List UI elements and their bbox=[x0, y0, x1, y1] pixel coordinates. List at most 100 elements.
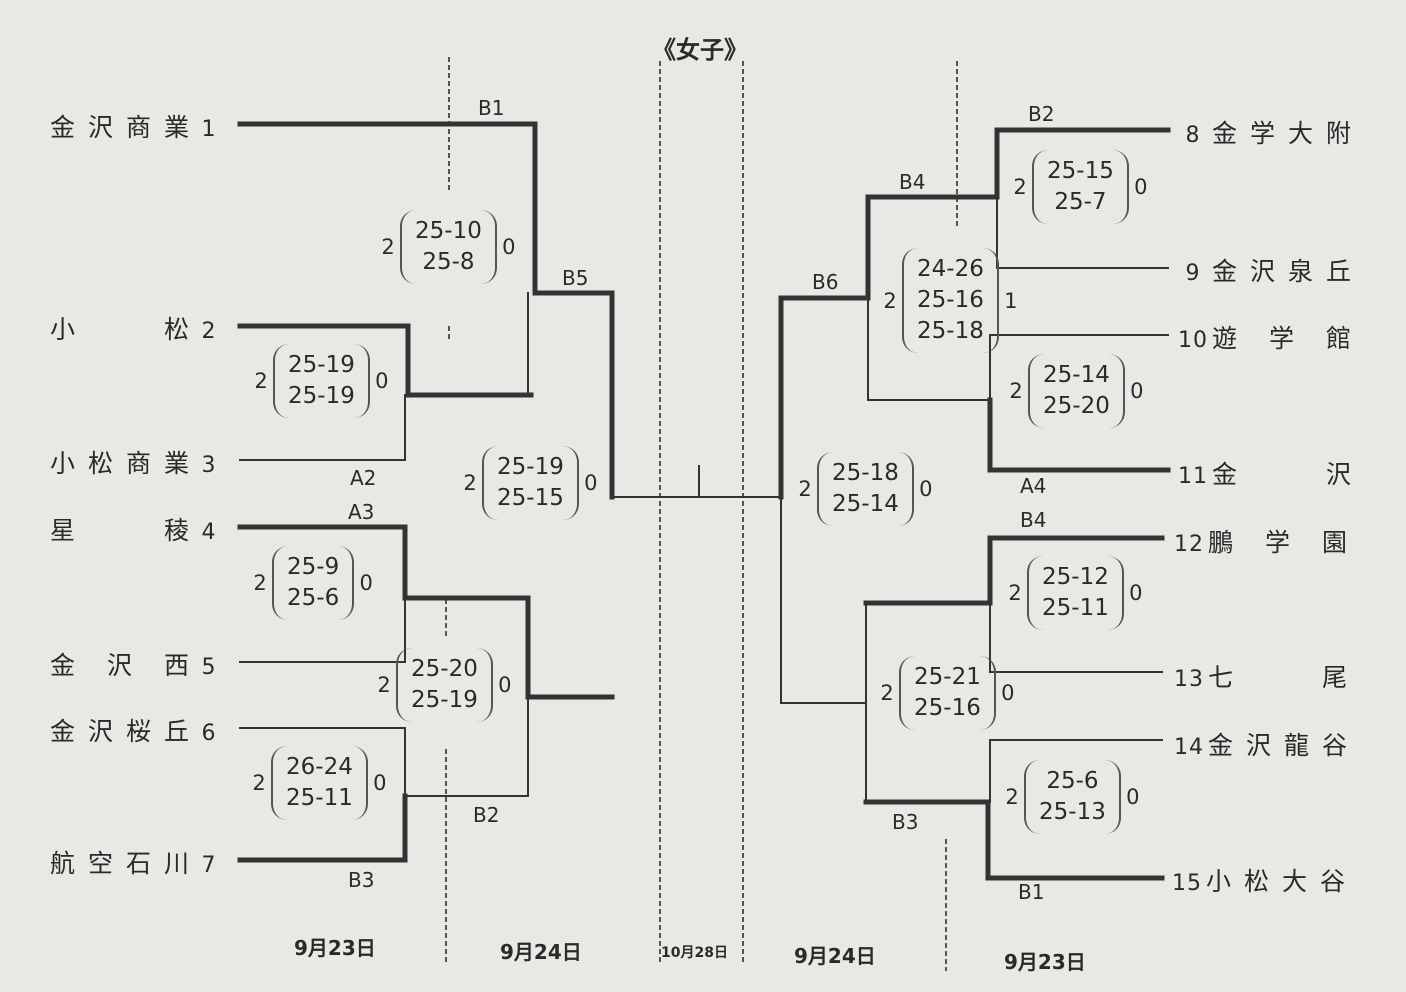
match-label: B4 bbox=[1020, 508, 1047, 532]
match-label: B3 bbox=[348, 868, 375, 892]
set-score: 25-18 bbox=[832, 460, 899, 486]
set-score: 25-15 bbox=[1047, 158, 1114, 184]
match-label: B1 bbox=[478, 96, 505, 120]
set-score: 25-6 bbox=[287, 585, 340, 611]
team-name: 鵬学園 bbox=[1208, 528, 1348, 557]
team-name: 金沢商業 bbox=[50, 113, 190, 142]
match-score: 2 25-10 25-8 0 bbox=[376, 210, 521, 284]
match-loser-sets: 0 bbox=[584, 471, 598, 495]
team-seed: 15 bbox=[1172, 871, 1202, 896]
bracket-line-winner bbox=[237, 121, 615, 500]
set-score: 25-13 bbox=[1039, 799, 1106, 825]
team-name: 金沢西 bbox=[50, 651, 190, 680]
team-seed: 2 bbox=[201, 319, 217, 344]
match-winner-sets: 2 bbox=[377, 673, 391, 697]
team-name: 小松商業 bbox=[50, 449, 190, 478]
match-winner-sets: 2 bbox=[798, 477, 812, 501]
set-scores: 25-6 25-13 bbox=[1024, 760, 1121, 834]
team-seed: 12 bbox=[1174, 532, 1204, 557]
team-seed: 10 bbox=[1178, 328, 1208, 353]
match-label: B5 bbox=[562, 266, 589, 290]
set-score: 25-19 bbox=[288, 383, 355, 409]
team-name: 金沢 bbox=[1212, 460, 1352, 489]
team-name: 金学大附 bbox=[1212, 119, 1352, 148]
set-scores: 26-24 25-11 bbox=[271, 746, 368, 820]
bracket-line-winner bbox=[237, 323, 534, 398]
set-score: 25-19 bbox=[288, 352, 355, 378]
match-label: B2 bbox=[1028, 102, 1055, 126]
set-scores: 25-19 25-15 bbox=[482, 446, 579, 520]
set-score: 25-16 bbox=[914, 695, 981, 721]
match-score: 2 25-6 25-13 0 bbox=[1000, 760, 1145, 834]
set-score: 25-14 bbox=[832, 491, 899, 517]
set-score: 25-18 bbox=[917, 318, 984, 344]
bracket-line-winner bbox=[778, 127, 1171, 500]
bracket-line bbox=[989, 602, 1163, 673]
round-date: 9月23日 bbox=[294, 936, 376, 960]
set-score: 25-6 bbox=[1046, 768, 1099, 794]
match-label: A2 bbox=[350, 466, 377, 490]
set-scores: 25-12 25-11 bbox=[1027, 556, 1124, 630]
match-score: 2 25-20 25-19 0 bbox=[372, 648, 517, 722]
match-winner-sets: 2 bbox=[883, 288, 897, 313]
bracket-line-winner bbox=[237, 793, 408, 863]
team-seed: 9 bbox=[1185, 261, 1201, 286]
team-seed: 14 bbox=[1174, 735, 1204, 760]
bracket-line bbox=[239, 394, 406, 461]
team-seed: 13 bbox=[1174, 667, 1204, 692]
round-date: 9月23日 bbox=[1004, 950, 1086, 974]
match-winner-sets: 2 bbox=[253, 571, 267, 595]
match-label: B6 bbox=[812, 270, 839, 294]
match-score: 2 25-15 25-7 0 bbox=[1008, 150, 1153, 224]
team-seed: 7 bbox=[201, 853, 217, 878]
set-scores: 25-18 25-14 bbox=[817, 452, 914, 526]
match-loser-sets: 0 bbox=[359, 571, 373, 595]
team-entry: 星稜 4 bbox=[50, 511, 228, 547]
set-scores: 25-21 25-16 bbox=[899, 656, 996, 730]
team-name: 小松 bbox=[50, 315, 190, 344]
set-score: 25-19 bbox=[497, 454, 564, 480]
set-scores: 25-10 25-8 bbox=[400, 210, 497, 284]
match-score: 2 26-24 25-11 0 bbox=[247, 746, 392, 820]
round-date: 9月24日 bbox=[794, 944, 876, 968]
team-entry: 小松 2 bbox=[50, 310, 228, 346]
match-loser-sets: 0 bbox=[498, 673, 512, 697]
team-name: 星稜 bbox=[50, 516, 190, 545]
bracket-line bbox=[239, 727, 406, 797]
set-score: 25-11 bbox=[286, 785, 353, 811]
set-score: 24-26 bbox=[917, 256, 984, 282]
match-score: 2 25-12 25-11 0 bbox=[1003, 556, 1148, 630]
team-name: 金沢桜丘 bbox=[50, 717, 190, 746]
set-scores: 25-15 25-7 bbox=[1032, 150, 1129, 224]
match-label: B3 bbox=[892, 810, 919, 834]
bracket-line-winner bbox=[863, 535, 1165, 606]
match-winner-sets: 2 bbox=[463, 471, 477, 495]
set-score: 25-21 bbox=[914, 664, 981, 690]
set-score: 25-20 bbox=[411, 656, 478, 682]
set-score: 25-15 bbox=[497, 485, 564, 511]
set-scores: 25-20 25-19 bbox=[396, 648, 493, 722]
set-score: 25-7 bbox=[1054, 189, 1107, 215]
match-winner-sets: 2 bbox=[1013, 175, 1027, 199]
match-winner-sets: 2 bbox=[880, 681, 894, 705]
team-seed: 6 bbox=[201, 721, 217, 746]
match-loser-sets: 0 bbox=[373, 771, 387, 795]
match-winner-sets: 2 bbox=[1008, 581, 1022, 605]
team-name: 七尾 bbox=[1208, 663, 1348, 692]
match-label: B1 bbox=[1018, 880, 1045, 904]
round-date: 10月28日 bbox=[661, 945, 728, 961]
match-winner-sets: 2 bbox=[1005, 785, 1019, 809]
set-score: 25-16 bbox=[917, 287, 984, 313]
set-score: 25-10 bbox=[415, 218, 482, 244]
team-seed: 4 bbox=[201, 520, 217, 545]
round-date: 9月24日 bbox=[500, 940, 582, 964]
